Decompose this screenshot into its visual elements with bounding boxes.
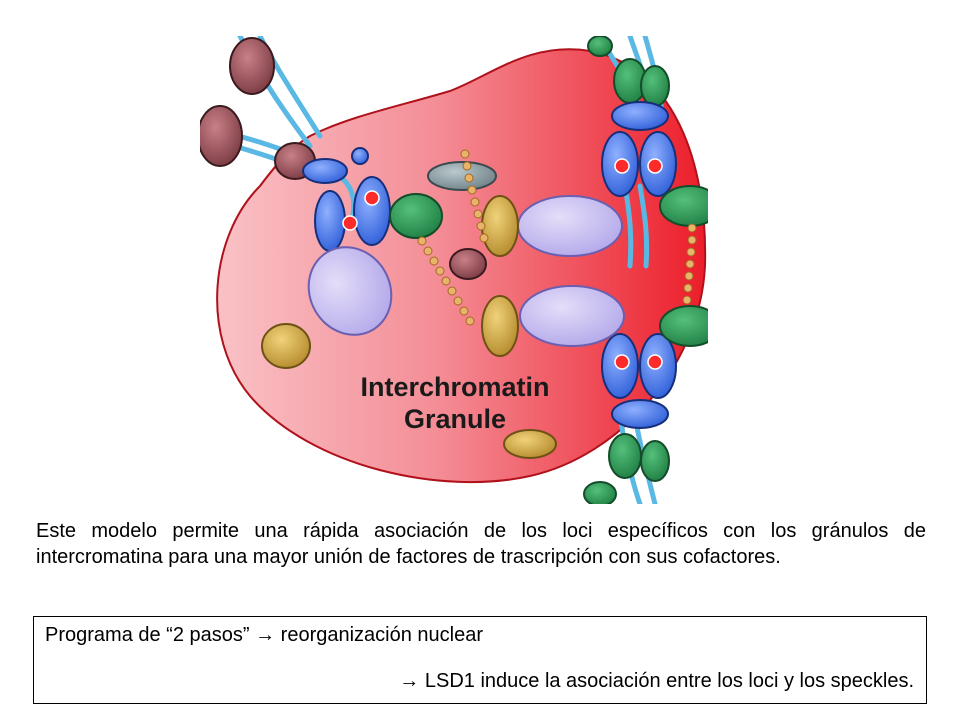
reorganization-text: reorganización nuclear: [280, 624, 484, 646]
box-line-2: → LSD1 induce la asociación entre los lo…: [399, 670, 914, 693]
lsd1-text: LSD1 induce la asociación entre los loci…: [424, 670, 914, 692]
granule-label-line1: Interchromatin: [360, 372, 549, 402]
nucleosomes-bottom-right: [583, 433, 670, 507]
granule-label-line2: Granule: [404, 404, 506, 434]
receptor-dimer-top-right: [601, 101, 677, 197]
green-factors: [389, 185, 721, 347]
diagram-svg: Interchromatin Granule: [197, 33, 753, 507]
receptor-dimer-left: [302, 147, 391, 252]
nucleosomes-top-right: [587, 35, 670, 107]
receptor-dimer-bottom-right: [601, 333, 677, 429]
maroon-factor: [449, 248, 487, 280]
box-line-1: Programa de “2 pasos” → reorganización n…: [45, 624, 483, 647]
nucleosomes-top-left: [197, 37, 316, 180]
program-label: Programa de “2 pasos”: [45, 624, 250, 646]
arrow-right-icon: →: [399, 670, 420, 692]
interchromatin-granule-diagram: Interchromatin Granule: [197, 33, 753, 507]
gold-factors: [261, 195, 557, 459]
coactivators: [307, 195, 625, 347]
bead-chains: [417, 149, 697, 326]
two-step-program-box: Programa de “2 pasos” → reorganización n…: [33, 616, 927, 704]
caption-text: Este modelo permite una rápida asociació…: [36, 520, 926, 568]
arrow-right-icon: →: [255, 624, 276, 646]
